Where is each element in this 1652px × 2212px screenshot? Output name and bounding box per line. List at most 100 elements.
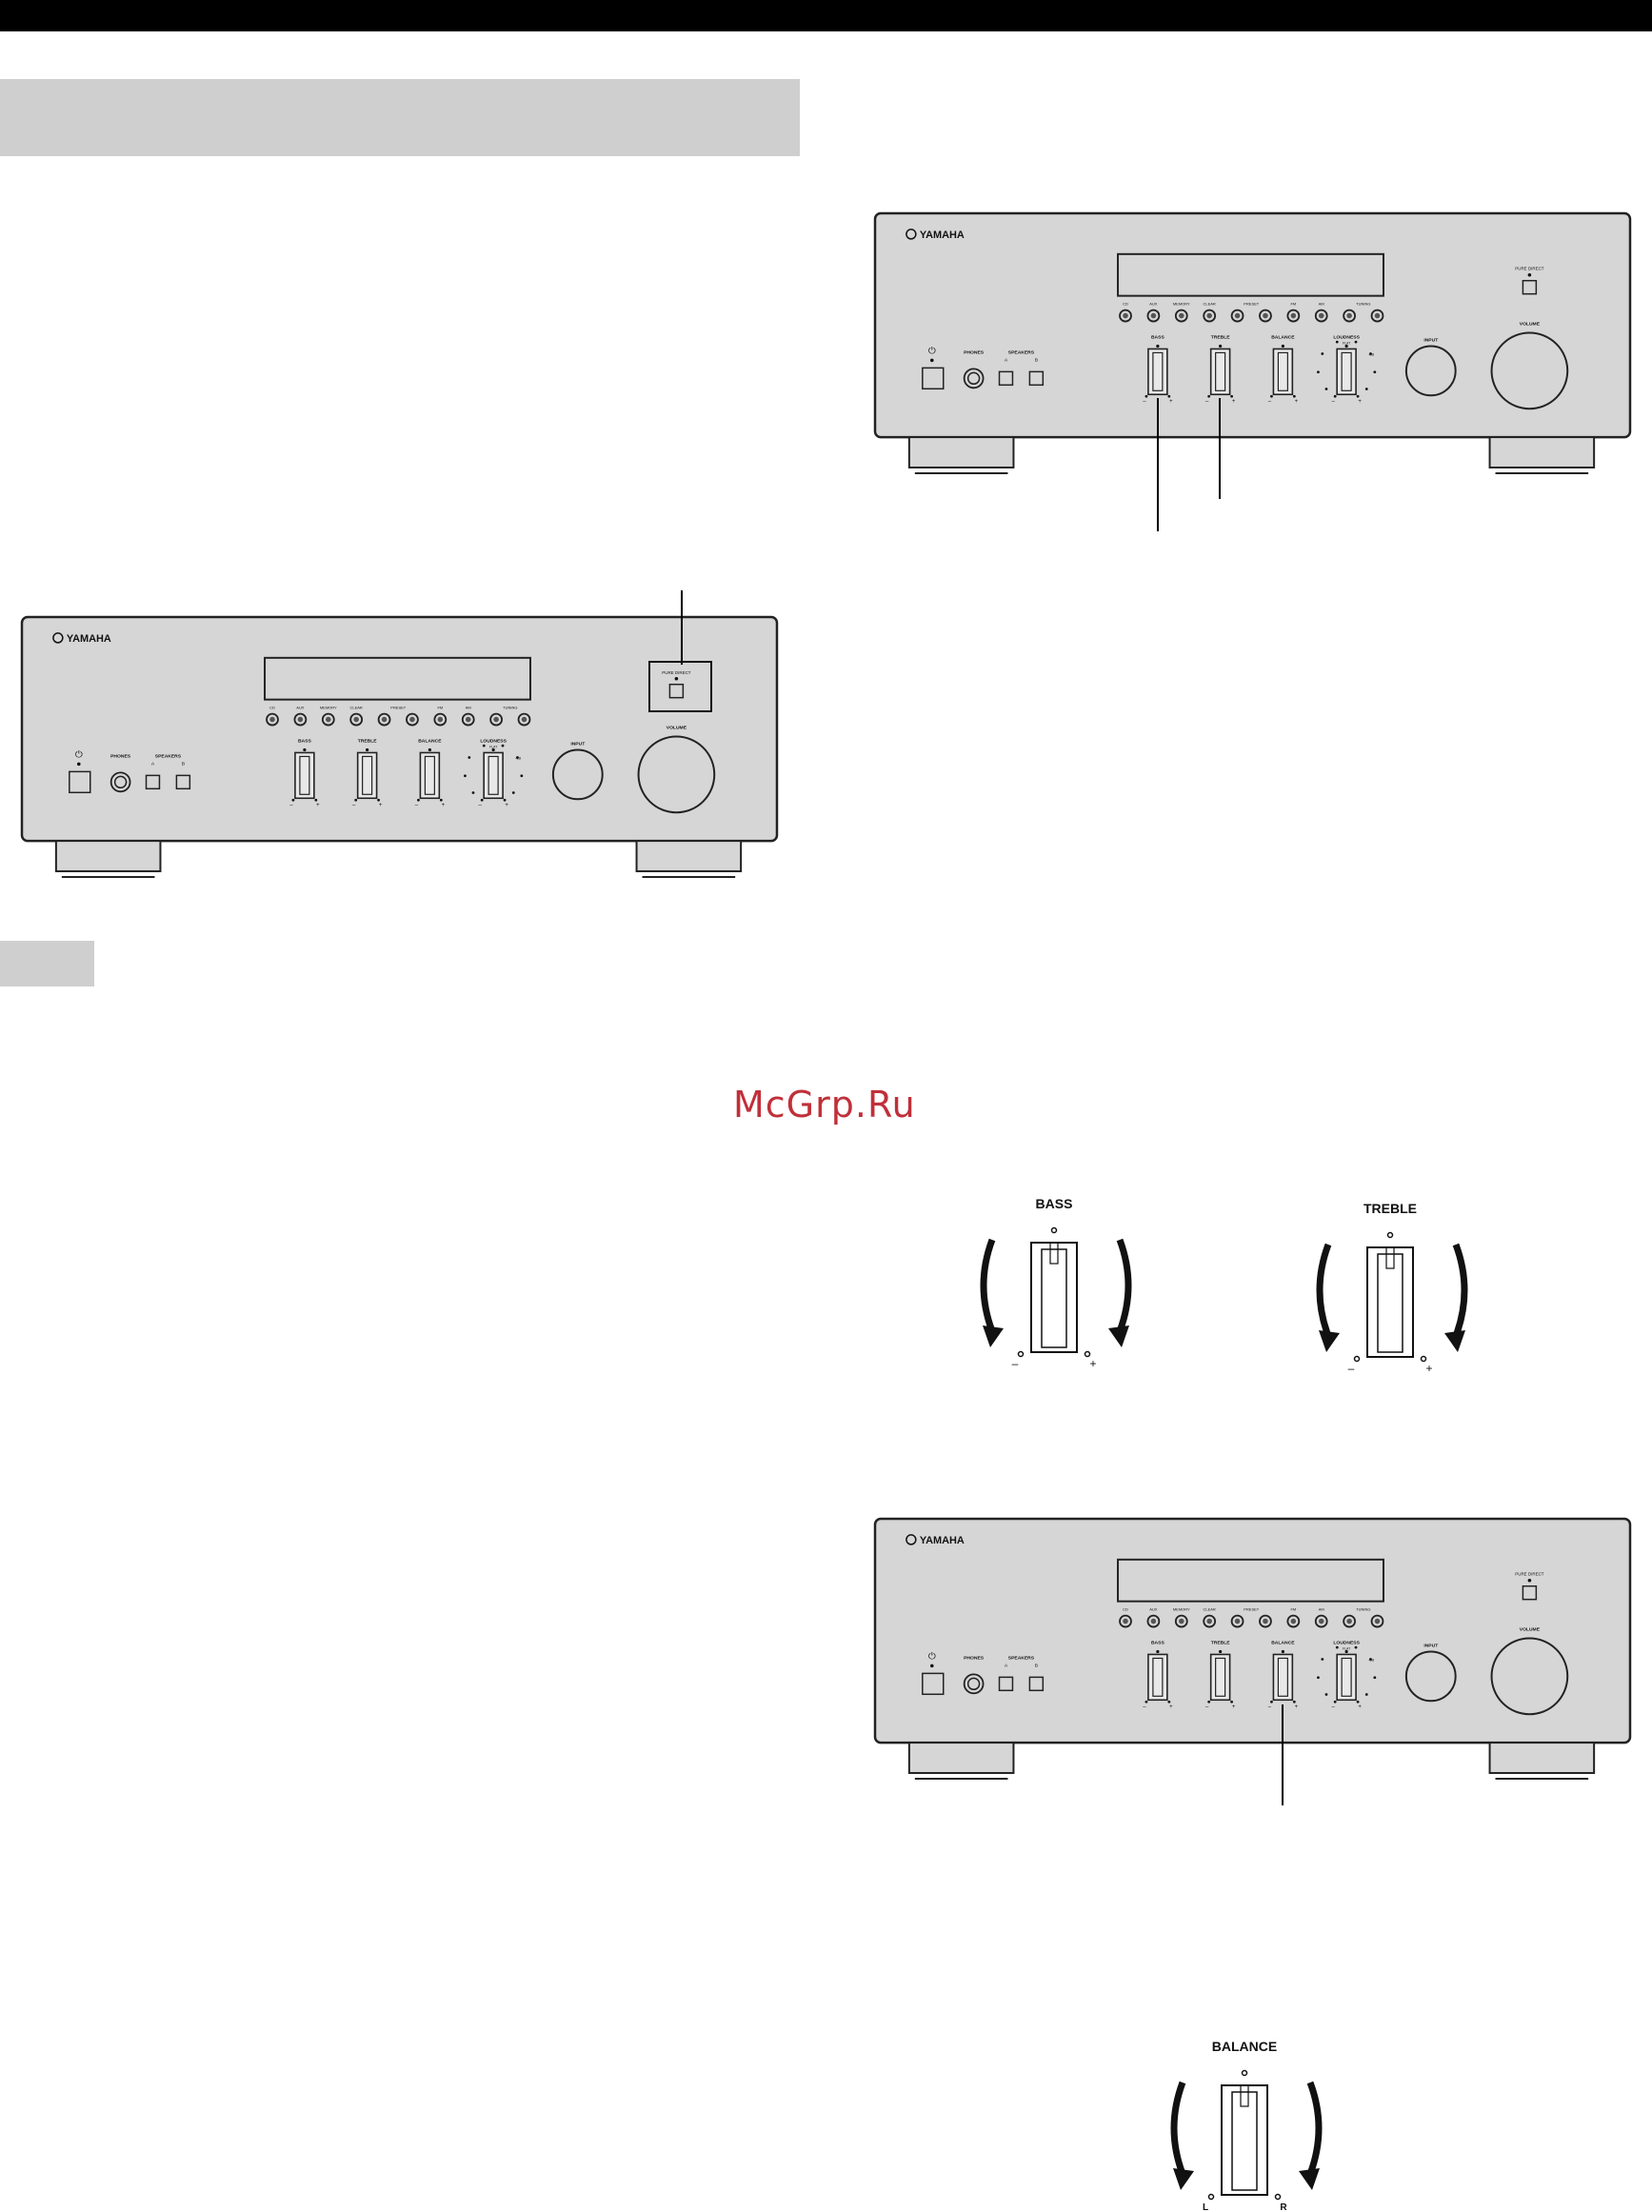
source-button-label: MEMORY xyxy=(1173,302,1190,307)
balance-knob xyxy=(1221,2084,1268,2196)
power-button xyxy=(69,770,91,794)
bass-ccw-arrow-icon xyxy=(980,1238,996,1333)
svg-text:A: A xyxy=(1005,1663,1008,1668)
svg-text:+: + xyxy=(1232,399,1236,405)
pure-direct-button xyxy=(1522,279,1538,295)
tone-knob xyxy=(294,751,315,800)
svg-text:–: – xyxy=(1332,399,1336,405)
svg-text:–: – xyxy=(289,803,293,808)
svg-text:VOLUME: VOLUME xyxy=(1520,322,1541,328)
tone-knob-label: LOUDNESS xyxy=(1333,334,1360,340)
note-label-box xyxy=(0,941,94,986)
svg-text:B: B xyxy=(182,761,186,767)
svg-text:PURE DIRECT: PURE DIRECT xyxy=(1515,267,1544,271)
svg-text:A: A xyxy=(1005,357,1008,363)
svg-text:–: – xyxy=(1012,1357,1019,1370)
source-button-label: FM xyxy=(1290,302,1296,307)
svg-text:+: + xyxy=(1425,1362,1432,1375)
source-button-label: AUX xyxy=(296,706,305,710)
right-foot xyxy=(1488,1742,1596,1774)
svg-text:+: + xyxy=(1089,1357,1096,1370)
svg-text:+: + xyxy=(379,803,383,808)
source-button-label: AM xyxy=(1319,302,1324,307)
tone-knob xyxy=(1336,348,1357,396)
svg-text:–: – xyxy=(1332,1704,1336,1710)
source-button-label: AM xyxy=(466,706,471,710)
speaker-b-button xyxy=(1028,370,1045,387)
svg-text:SPEAKERS: SPEAKERS xyxy=(1008,1655,1035,1661)
balance-figure-label: BALANCE xyxy=(1212,2039,1277,2054)
phones-jack xyxy=(109,771,131,793)
svg-text:+: + xyxy=(1295,399,1299,405)
callout-treble xyxy=(1219,398,1221,499)
pure-direct-highlight xyxy=(648,661,712,712)
svg-text:–: – xyxy=(1348,1362,1355,1375)
balance-knob-figure: BALANCE L R xyxy=(1170,2039,1323,2212)
speaker-a-button xyxy=(998,370,1014,387)
yamaha-logo-icon xyxy=(52,632,64,644)
brand-label: YAMAHA xyxy=(920,1535,965,1546)
power-icon: ⏻ xyxy=(928,346,936,356)
volume-knob xyxy=(1490,1637,1569,1716)
source-button-label: PRESET xyxy=(1244,302,1259,307)
speaker-a-button xyxy=(998,1676,1014,1692)
treble-knob-figure: TREBLE – + xyxy=(1316,1201,1468,1375)
svg-text:+: + xyxy=(316,803,320,808)
tone-knob-label: LOUDNESS xyxy=(480,738,507,744)
treble-figure-label: TREBLE xyxy=(1363,1201,1417,1216)
tone-knob-label: BALANCE xyxy=(1271,334,1295,340)
source-button-label: CLEAR xyxy=(1204,302,1216,307)
input-selector-knob xyxy=(1404,345,1457,397)
svg-text:B: B xyxy=(1035,1663,1039,1668)
svg-text:PURE DIRECT: PURE DIRECT xyxy=(662,670,691,675)
tone-knob-label: BASS xyxy=(1151,1640,1164,1645)
phones-jack xyxy=(963,368,985,389)
svg-text:–: – xyxy=(352,803,356,808)
left-foot xyxy=(907,436,1015,468)
source-button-label: PRESET xyxy=(390,706,406,710)
source-button-label: TUNING xyxy=(503,706,517,710)
pure-direct-button xyxy=(668,683,685,699)
tone-knob xyxy=(1147,1653,1168,1702)
source-button-label: FM xyxy=(437,706,443,710)
display-window xyxy=(1117,1558,1384,1603)
svg-text:B: B xyxy=(1035,357,1039,363)
svg-text:–: – xyxy=(1205,1704,1209,1710)
treble-knob xyxy=(1366,1246,1414,1358)
svg-text:PURE DIRECT: PURE DIRECT xyxy=(1515,1572,1544,1577)
svg-text:PHONES: PHONES xyxy=(110,753,131,759)
volume-knob xyxy=(637,735,716,814)
left-foot xyxy=(54,840,162,872)
bass-knob-figure: BASS – + xyxy=(980,1196,1132,1370)
svg-text:SPEAKERS: SPEAKERS xyxy=(155,753,182,759)
speaker-b-button xyxy=(175,774,191,790)
svg-text:+: + xyxy=(1232,1704,1236,1710)
tone-knob-label: TREBLE xyxy=(1211,1640,1231,1645)
right-foot xyxy=(635,840,743,872)
svg-text:+: + xyxy=(1295,1704,1299,1710)
tone-knob xyxy=(1336,1653,1357,1702)
tone-knob xyxy=(1272,348,1294,396)
treble-ccw-arrow-icon xyxy=(1316,1243,1332,1338)
svg-text:FLAT: FLAT xyxy=(1343,341,1351,345)
power-button xyxy=(922,1672,945,1696)
svg-text:INPUT: INPUT xyxy=(1423,1643,1438,1648)
source-button-label: AUX xyxy=(1149,1607,1158,1612)
yamaha-logo-icon xyxy=(906,1534,917,1545)
source-button-label: FM xyxy=(1290,1607,1296,1612)
svg-text:PHONES: PHONES xyxy=(964,349,985,355)
source-button-label: MEMORY xyxy=(320,706,337,710)
source-button-label: CLEAR xyxy=(350,706,363,710)
tone-knob-label: BALANCE xyxy=(1271,1640,1295,1645)
svg-text:–: – xyxy=(415,803,419,808)
volume-knob xyxy=(1490,331,1569,410)
input-selector-knob xyxy=(1404,1650,1457,1703)
svg-text:–: – xyxy=(1143,399,1146,405)
phones-jack xyxy=(963,1673,985,1695)
svg-text:–: – xyxy=(1205,399,1209,405)
tone-knob-label: LOUDNESS xyxy=(1333,1640,1360,1645)
